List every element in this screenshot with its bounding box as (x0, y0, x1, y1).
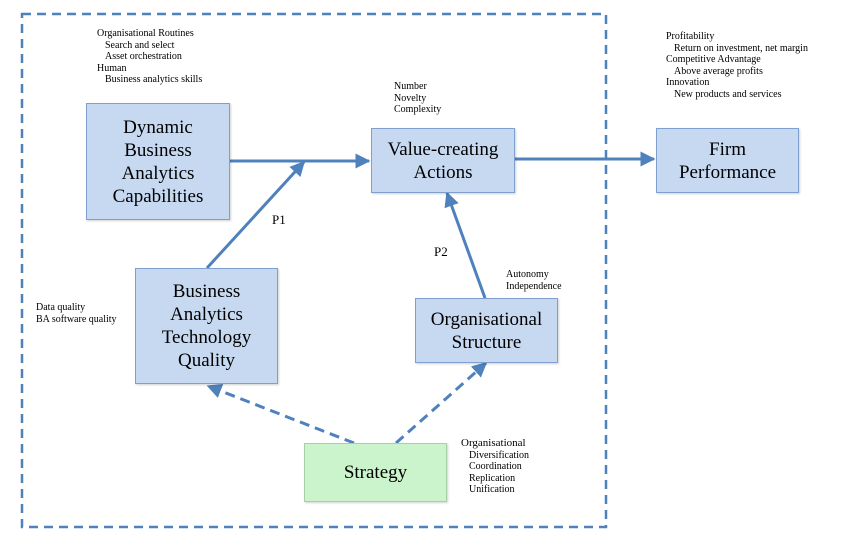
note-quality-item-2: BA software quality (36, 313, 117, 325)
note-organisational-routines: Organisational Routines Search and selec… (97, 28, 202, 86)
note-action-attributes: Number Novelty Complexity (394, 81, 441, 116)
note-strategy-item-4: Unification (469, 484, 515, 496)
note-quality-attributes: Data quality BA software quality (36, 302, 117, 325)
note-perf-heading-3: Innovation (666, 77, 710, 89)
note-strategy-item-1: Diversification (469, 449, 529, 461)
node-dbac-line-4: Capabilities (112, 185, 204, 207)
node-value-creating-actions: Value-creating Actions (371, 128, 515, 193)
node-dynamic-ba-capabilities: Dynamic Business Analytics Capabilities (86, 103, 230, 220)
node-org-line-1: Organisational (430, 308, 543, 330)
note-routines-item-1: Search and select (105, 39, 175, 51)
note-strategy-attributes: Organisational Diversification Coordinat… (461, 437, 529, 496)
node-batq-line-3: Technology (161, 327, 252, 348)
note-structure-attributes: Autonomy Independence (506, 269, 562, 292)
note-actions-item-2: Novelty (394, 92, 427, 104)
note-structure-item-1: Autonomy (506, 269, 549, 280)
node-dbac-line-3: Analytics (121, 162, 195, 184)
node-strategy-label: Strategy (343, 462, 408, 483)
node-dbac-line-1: Dynamic (123, 116, 193, 138)
node-vca-line-1: Value-creating (387, 138, 499, 160)
note-routines-item-3: Business analytics skills (105, 74, 203, 86)
note-perf-item-2: Above average profits (674, 65, 763, 77)
note-routines-heading-2: Human (97, 62, 127, 74)
boundary-dashed-frame (20, 12, 608, 529)
node-firm-line-1: Firm (709, 138, 746, 160)
node-batq-line-2: Analytics (170, 304, 243, 325)
note-strategy-item-2: Coordination (469, 461, 522, 473)
node-firm-line-2: Performance (678, 161, 777, 183)
dashed-arrow-strategy-to-quality (206, 383, 355, 445)
node-organisational-structure: Organisational Structure (415, 298, 558, 363)
note-quality-item-1: Data quality (36, 302, 86, 313)
proposition-label-p1: P1 (272, 212, 286, 227)
note-perf-heading-2: Competitive Advantage (666, 54, 761, 66)
dashed-arrow-strategy-to-structure (395, 361, 488, 445)
note-structure-item-2: Independence (506, 280, 562, 292)
note-actions-item-1: Number (394, 81, 427, 92)
proposition-label-p2: P2 (434, 244, 448, 259)
note-perf-heading-1: Profitability (666, 31, 715, 42)
node-strategy: Strategy (304, 443, 447, 502)
note-routines-item-2: Asset orchestration (105, 51, 182, 63)
node-ba-technology-quality: Business Analytics Technology Quality (135, 268, 278, 384)
note-routines-heading: Organisational Routines (97, 28, 194, 39)
node-vca-line-2: Actions (413, 161, 473, 183)
note-perf-item-3: New products and services (674, 88, 782, 100)
note-strategy-item-3: Replication (469, 472, 516, 484)
node-batq-line-4: Quality (178, 350, 235, 371)
node-batq-line-1: Business (172, 281, 241, 302)
node-firm-performance: Firm Performance (656, 128, 799, 193)
note-actions-item-3: Complexity (394, 104, 442, 116)
node-org-line-2: Structure (451, 331, 522, 353)
node-dbac-line-2: Business (124, 139, 192, 161)
arrow-p1-quality-to-join (205, 160, 306, 270)
note-perf-item-1: Return on investment, net margin (674, 42, 808, 54)
note-performance-measures: Profitability Return on investment, net … (666, 31, 808, 101)
arrow-p2-structure-to-actions (444, 191, 487, 299)
note-strategy-heading: Organisational (461, 437, 526, 449)
